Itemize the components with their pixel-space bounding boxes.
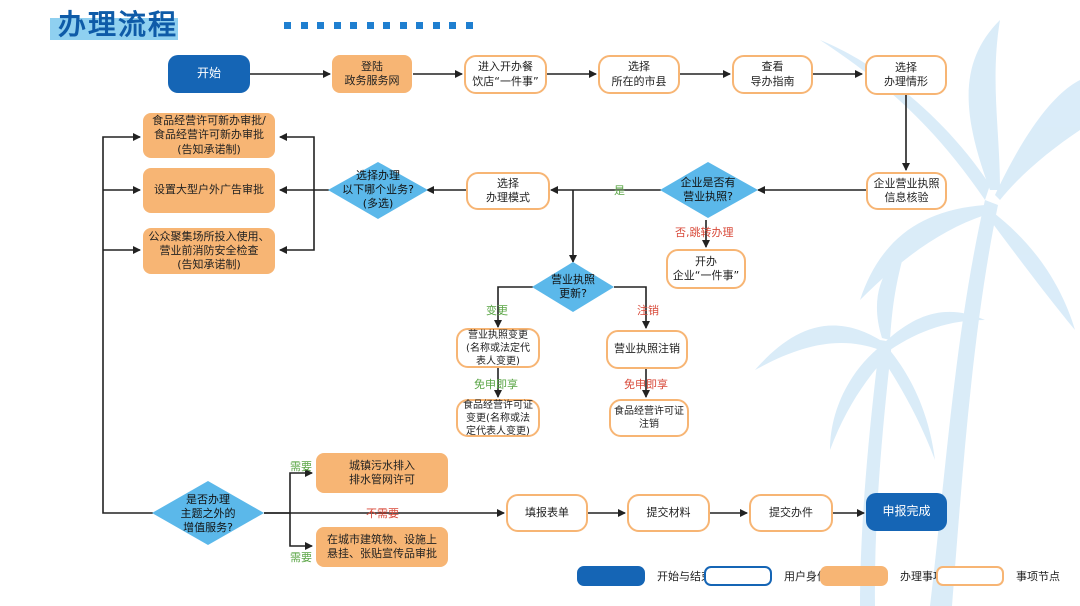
edge-label-instant-cancel: 免申即享 xyxy=(624,378,668,391)
edge-label-need-sewage: 需要 xyxy=(290,460,312,473)
page-title: 办理流程 xyxy=(58,8,179,41)
title-highlight xyxy=(50,18,178,40)
diamond-extra-service xyxy=(152,481,264,545)
license-change-node: 营业执照变更 (名称或法定代 表人变更) xyxy=(456,328,540,368)
outdoor-ad-node: 设置大型户外广告审批 xyxy=(143,168,275,213)
legend-label: 事项节点 xyxy=(1016,570,1060,583)
verify-license-node: 企业营业执照 信息核验 xyxy=(866,172,947,210)
submit-case-node: 提交办件 xyxy=(749,494,833,532)
legend-swatch-step xyxy=(936,566,1004,586)
sewage-permit-node: 城镇污水排入 排水管网许可 xyxy=(316,453,448,493)
legend-user: 用户身份 xyxy=(704,566,828,586)
license-cancel-node: 营业执照注销 xyxy=(606,330,688,369)
has-license-label: 企业是否有 营业执照? xyxy=(680,175,736,203)
select-mode-node: 选择 办理模式 xyxy=(466,172,550,210)
diamond-license-update xyxy=(532,262,614,312)
food-permit-change-node: 食品经营许可证 变更(名称或法 定代表人变更) xyxy=(456,399,540,437)
fire-check-node: 公众聚集场所投入使用、 营业前消防安全检查 (告知承诺制) xyxy=(143,228,275,274)
banner-permit-node: 在城市建筑物、设施上 悬挂、张贴宣传品审批 xyxy=(316,527,448,567)
select-business-label: 选择办理 以下哪个业务? (多选) xyxy=(342,168,414,211)
legend-label: 办理事项 xyxy=(900,570,944,583)
food-permit-new-node: 食品经营许可新办审批/ 食品经营许可新办审批 (告知承诺制) xyxy=(143,113,275,158)
food-permit-cancel-node: 食品经营许可证 注销 xyxy=(609,399,689,437)
select-situation-node: 选择 办理情形 xyxy=(865,55,947,95)
edge-label-cancel: 注销 xyxy=(637,304,659,317)
edge-label-no-redirect: 否,跳转办理 xyxy=(675,226,734,239)
fill-form-node: 填报表单 xyxy=(506,494,588,532)
legend-swatch-user xyxy=(704,566,772,586)
legend-label: 用户身份 xyxy=(784,570,828,583)
diamond-has-license xyxy=(660,162,758,218)
complete-node: 申报完成 xyxy=(866,493,947,531)
extra-service-label: 是否办理 主题之外的 增值服务? xyxy=(180,492,236,535)
legend-start-end: 开始与结束 xyxy=(577,566,712,586)
legend-item: 办理事项 xyxy=(820,566,944,586)
title-dots-decoration xyxy=(284,22,473,29)
start-node: 开始 xyxy=(168,55,250,93)
edge-label-change: 变更 xyxy=(486,304,508,317)
enter-one-thing-node: 进入开办餐 饮店“一件事” xyxy=(464,55,547,94)
legend-swatch-item xyxy=(820,566,888,586)
open-company-node: 开办 企业“一件事” xyxy=(666,249,746,289)
view-guide-node: 查看 导办指南 xyxy=(732,55,813,94)
edge-label-not-needed: 不需要 xyxy=(366,507,399,520)
legend-swatch-start xyxy=(577,566,645,586)
edge-label-yes: 是 xyxy=(614,184,625,197)
login-portal-node: 登陆 政务服务网 xyxy=(332,55,412,93)
edge-label-instant-change: 免申即享 xyxy=(474,378,518,391)
legend-label: 开始与结束 xyxy=(657,570,712,583)
select-city-node: 选择 所在的市县 xyxy=(598,55,680,94)
submit-materials-node: 提交材料 xyxy=(627,494,710,532)
license-update-label: 营业执照 更新? xyxy=(551,272,595,300)
edge-label-need-banner: 需要 xyxy=(290,551,312,564)
legend-step: 事项节点 xyxy=(936,566,1060,586)
diamond-select-business xyxy=(328,162,428,219)
